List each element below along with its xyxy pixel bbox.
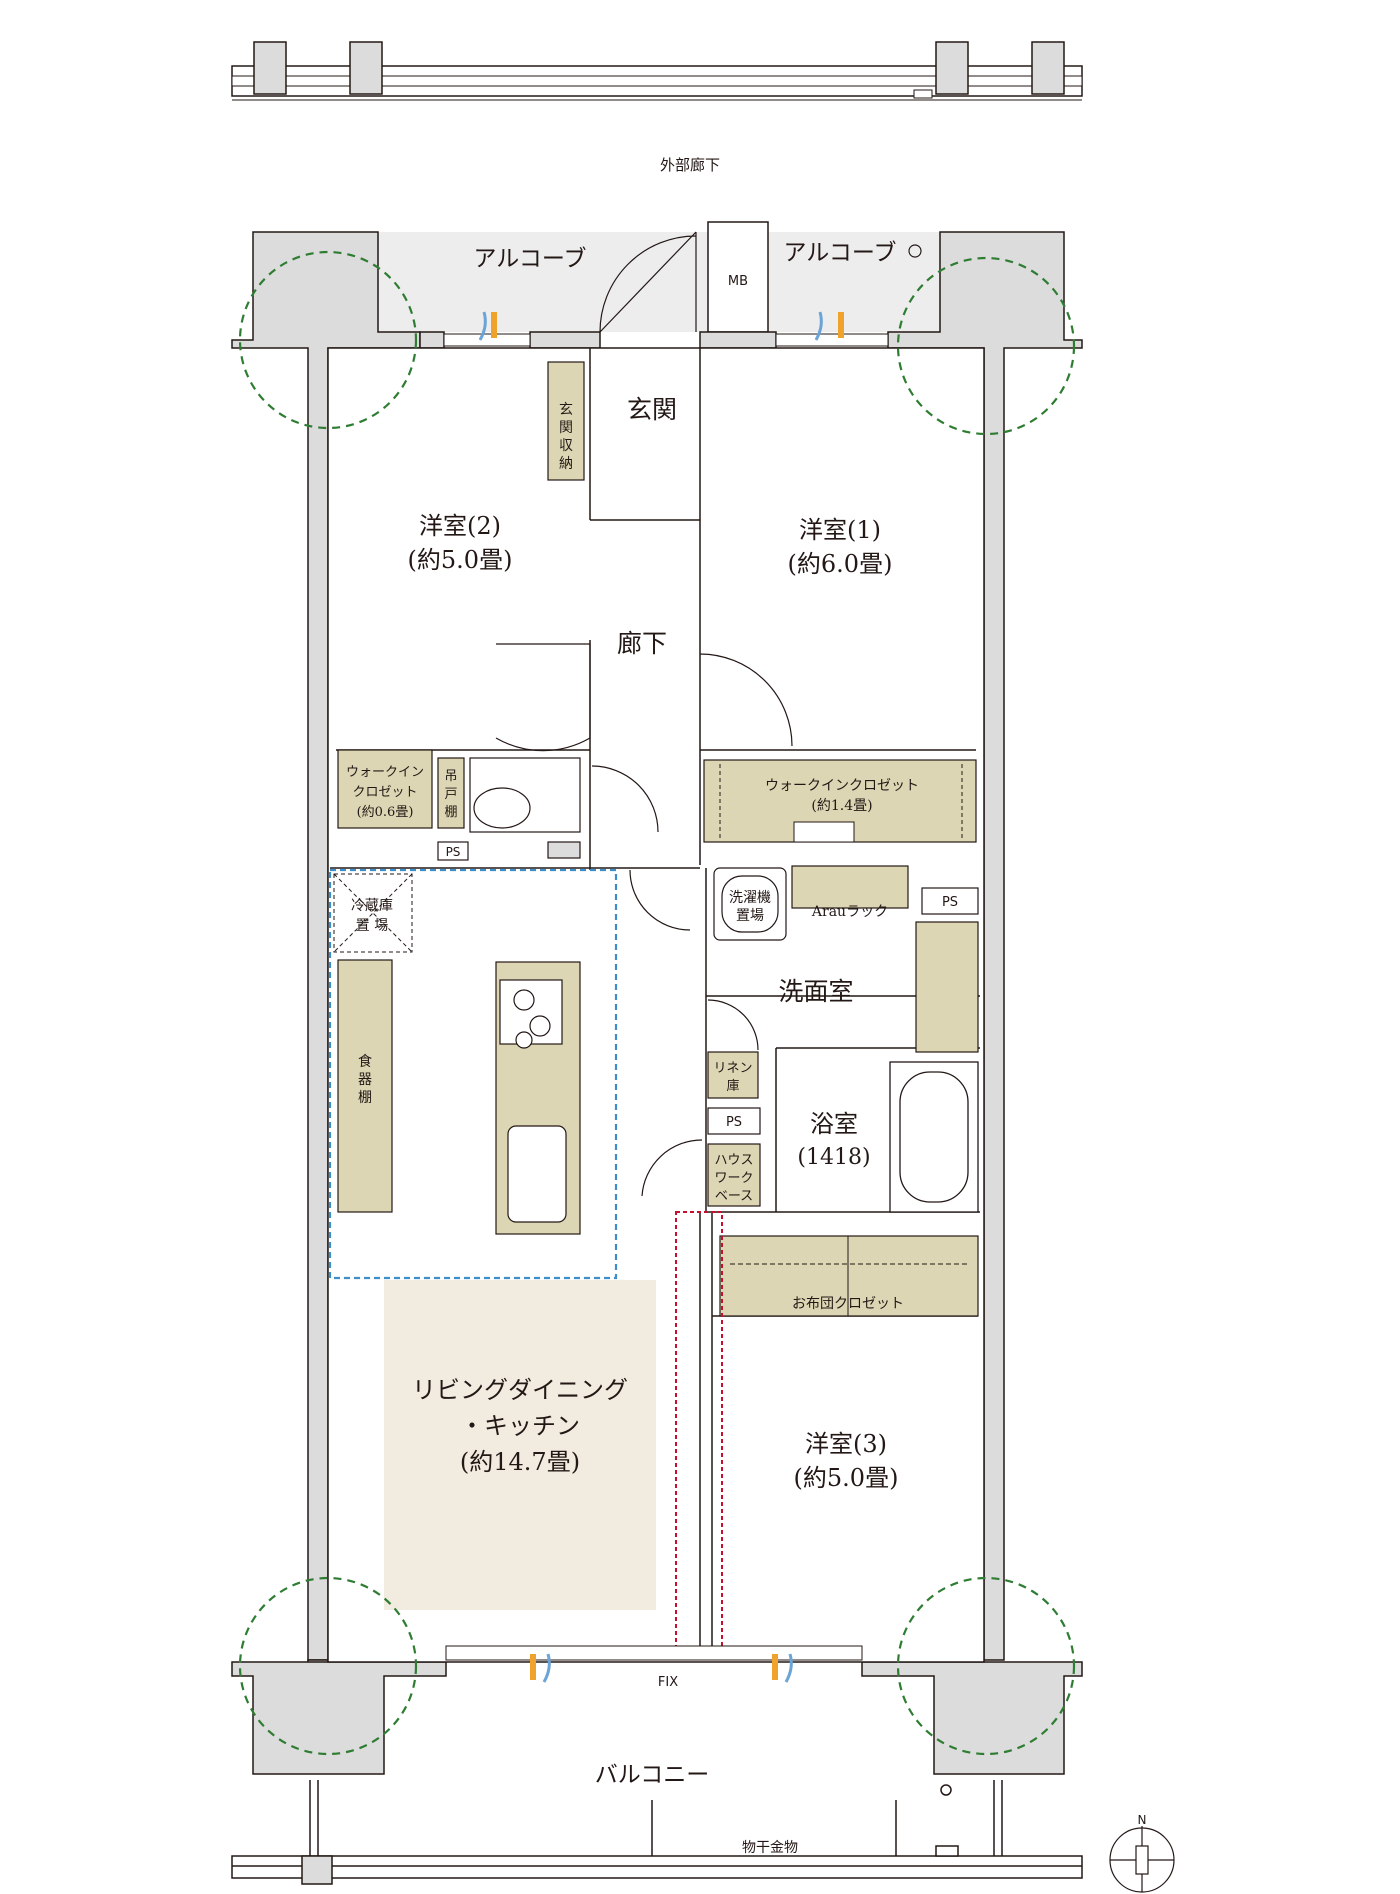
walk-in-closet-small — [337, 749, 433, 829]
washer-line2: 置場 — [736, 908, 764, 924]
room1-door — [699, 653, 793, 747]
front-door — [599, 231, 697, 333]
room3-name: 洋室(3) — [805, 1430, 887, 1458]
mb-label: MB — [728, 274, 748, 289]
entrance-storage-label: 玄 関 収 納 — [559, 401, 573, 472]
north-compass-icon — [1109, 1826, 1175, 1893]
arau-rack-label: Arauラック — [811, 904, 888, 920]
alcove-light-icon — [908, 244, 922, 258]
toilet — [469, 757, 581, 859]
room3-size: (約5.0畳) — [794, 1464, 899, 1492]
svg-text:関: 関 — [559, 420, 573, 436]
burner-icon — [529, 1015, 551, 1037]
burner-icon — [515, 1031, 533, 1049]
pipe-spaces — [437, 841, 979, 1135]
ldk-line1: リビングダイニング — [412, 1376, 628, 1404]
fridge-line2: 置 場 — [356, 918, 388, 934]
room2-door — [495, 643, 591, 752]
room2-size: (約5.0畳) — [408, 546, 513, 574]
bathtub — [889, 1061, 979, 1213]
balcony-railing — [231, 1780, 1083, 1885]
house-work-line2: ワーク — [714, 1171, 753, 1186]
alcove-right-label: アルコーブ — [784, 240, 897, 266]
washroom-label: 洗面室 — [778, 977, 853, 1006]
ps-box-1 — [437, 841, 469, 861]
ps-label-1: PS — [446, 845, 461, 859]
vent-icons — [478, 311, 844, 1683]
ps-label-2: PS — [942, 895, 958, 910]
washing-machine-spot — [713, 867, 787, 941]
linen-cupboard — [707, 1051, 759, 1099]
futon-closet — [719, 1235, 979, 1317]
ldk-line2: ・キッチン — [460, 1412, 580, 1440]
bathroom-size: (1418) — [797, 1145, 870, 1170]
washer-line1: 洗濯機 — [729, 890, 771, 906]
wic-small-line2: クロゼット — [352, 785, 417, 800]
alcove-left-floor — [378, 232, 708, 332]
wic-large-size: (約1.4畳) — [811, 798, 872, 814]
sink — [507, 1125, 567, 1223]
house-work-line3: ベース — [715, 1189, 753, 1204]
cupboard — [337, 959, 393, 1213]
svg-text:吊: 吊 — [444, 769, 457, 784]
fridge-line1: 冷蔵庫 — [351, 897, 393, 914]
house-work-line1: ハウス — [714, 1153, 753, 1168]
room1-size: (約6.0畳) — [788, 550, 893, 578]
arau-rack — [791, 865, 909, 909]
svg-text:食: 食 — [358, 1053, 372, 1070]
bathroom-label: 浴室 — [810, 1110, 858, 1138]
washroom-door — [629, 869, 691, 931]
tree-circles — [238, 250, 1076, 1756]
closet-details — [719, 764, 968, 1316]
hanging-shelf — [437, 757, 465, 829]
ps-box-2 — [921, 887, 979, 915]
fridge-spot — [333, 873, 413, 953]
futon-closet-label: お布団クロゼット — [792, 1296, 904, 1312]
exterior-walls — [231, 231, 1083, 1775]
room1-name: 洋室(1) — [799, 516, 881, 544]
house-work-door — [641, 1139, 703, 1197]
svg-text:納: 納 — [559, 456, 573, 472]
wic-large-label: ウォークインクロゼット — [765, 778, 919, 794]
ldk-line3: (約14.7畳) — [460, 1448, 580, 1476]
outer-corridor-label: 外部廊下 — [660, 156, 720, 174]
burner-icon — [513, 989, 535, 1011]
entrance-label: 玄関 — [627, 395, 677, 424]
linen-line1: リネン — [713, 1061, 752, 1076]
meter-box — [707, 221, 769, 333]
kitchen-zone-outline — [328, 868, 618, 1280]
wic-small-line3: (約0.6畳) — [357, 805, 414, 820]
svg-text:棚: 棚 — [444, 805, 457, 820]
kitchen-appliances — [499, 979, 567, 1223]
svg-text:棚: 棚 — [358, 1090, 372, 1106]
room2-name: 洋室(2) — [419, 512, 501, 540]
cupboard-label: 食 器 棚 — [358, 1053, 372, 1106]
doors — [495, 231, 793, 1197]
toilet-door — [591, 765, 659, 833]
outer-corridor-railing — [231, 41, 1083, 101]
house-work-base — [707, 1143, 761, 1207]
stove — [499, 979, 563, 1045]
ps-label-3: PS — [726, 1115, 742, 1130]
alcove-left-label: アルコーブ — [474, 246, 587, 272]
svg-text:収: 収 — [559, 438, 573, 454]
linen-line2: 庫 — [726, 1079, 739, 1094]
svg-text:戸: 戸 — [444, 787, 457, 802]
vanity — [915, 921, 979, 1053]
alcove-right-floor — [768, 232, 940, 332]
balcony-label: バルコニー — [595, 1762, 710, 1788]
ps-box-3 — [707, 1107, 761, 1135]
north-label: N — [1138, 1813, 1147, 1827]
svg-text:器: 器 — [358, 1072, 372, 1088]
hanging-shelf-label: 吊 戸 棚 — [444, 769, 457, 820]
svg-text:玄: 玄 — [559, 401, 573, 418]
entrance-storage — [547, 361, 585, 481]
corridor-label: 廊下 — [617, 629, 667, 658]
wic-small-line1: ウォークイン — [346, 765, 424, 780]
ldk-highlight — [384, 1280, 656, 1610]
fix-label: FIX — [658, 1675, 678, 1690]
bathroom-door — [707, 999, 759, 1051]
laundry-hanger-label: 物干金物 — [742, 1840, 798, 1856]
